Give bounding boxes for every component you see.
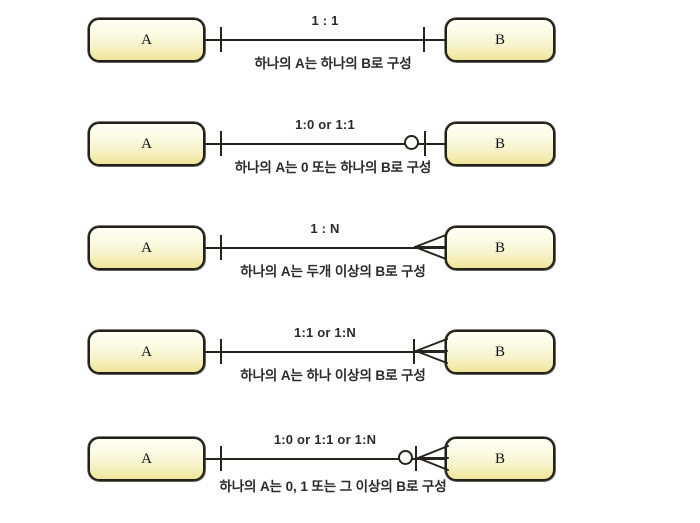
entity-box-a: A <box>88 18 205 62</box>
entity-box-b: B <box>445 122 555 166</box>
one-tick-icon-right <box>415 446 417 471</box>
entity-label-b: B <box>494 239 505 256</box>
row-caption: 하나의 A는 0 또는 하나의 B로 구성 <box>234 160 432 175</box>
cardinality-row-one-to-many: A 1 : N B 하나의 A는 두개 이상의 B로 구성 <box>0 208 700 312</box>
cardinality-row-one-to-zero-or-one: A 1:0 or 1:1 B 하나의 A는 0 또는 하나의 B로 구성 <box>0 104 700 208</box>
relationship-line <box>203 351 447 353</box>
cardinality-row-one-to-one-or-many: A 1:1 or 1:N B 하나의 A는 하나 이상의 B로 구성 <box>0 312 700 416</box>
entity-label-b: B <box>494 135 505 152</box>
row-caption: 하나의 A는 하나의 B로 구성 <box>254 56 412 71</box>
cardinality-label: 1:0 or 1:1 or 1:N <box>203 432 447 447</box>
cardinality-label: 1:1 or 1:N <box>203 325 447 340</box>
entity-box-b: B <box>445 18 555 62</box>
one-tick-icon-left <box>220 446 222 471</box>
row-caption: 하나의 A는 0, 1 또는 그 이상의 B로 구성 <box>219 479 447 494</box>
entity-box-a: A <box>88 330 205 374</box>
entity-box-b: B <box>445 330 555 374</box>
one-tick-icon-left <box>220 27 222 52</box>
entity-label-a: A <box>141 450 152 467</box>
relationship-line <box>203 39 447 41</box>
one-tick-icon-left <box>220 235 222 260</box>
row-caption: 하나의 A는 두개 이상의 B로 구성 <box>240 264 426 279</box>
cardinality-row-one-to-zero-one-or-many: A 1:0 or 1:1 or 1:N B 하나의 A는 0, 1 또는 그 이… <box>0 419 700 523</box>
one-tick-icon-left <box>220 131 222 156</box>
entity-label-b: B <box>494 450 505 467</box>
relationship-line <box>203 458 447 460</box>
cardinality-row-one-to-one: A 1 : 1 B 하나의 A는 하나의 B로 구성 <box>0 0 700 104</box>
zero-circle-icon <box>398 450 413 465</box>
entity-box-b: B <box>445 226 555 270</box>
one-tick-icon-right <box>423 27 425 52</box>
entity-label-a: A <box>141 31 152 48</box>
entity-box-b: B <box>445 437 555 481</box>
entity-box-a: A <box>88 226 205 270</box>
cardinality-label: 1:0 or 1:1 <box>203 117 447 132</box>
crows-foot-icon <box>414 233 448 263</box>
relationship-line <box>203 143 447 145</box>
one-tick-icon-right <box>413 339 415 364</box>
zero-circle-icon <box>404 135 419 150</box>
crows-foot-icon <box>415 337 449 367</box>
cardinality-label: 1 : N <box>203 221 447 236</box>
entity-box-a: A <box>88 122 205 166</box>
entity-label-b: B <box>494 343 505 360</box>
entity-label-b: B <box>494 31 505 48</box>
entity-label-a: A <box>141 343 152 360</box>
crows-foot-icon <box>417 444 451 474</box>
cardinality-label: 1 : 1 <box>203 13 447 28</box>
entity-box-a: A <box>88 437 205 481</box>
entity-label-a: A <box>141 135 152 152</box>
relationship-line <box>203 247 447 249</box>
one-tick-icon-right <box>424 131 426 156</box>
one-tick-icon-left <box>220 339 222 364</box>
row-caption: 하나의 A는 하나 이상의 B로 구성 <box>240 368 426 383</box>
entity-label-a: A <box>141 239 152 256</box>
